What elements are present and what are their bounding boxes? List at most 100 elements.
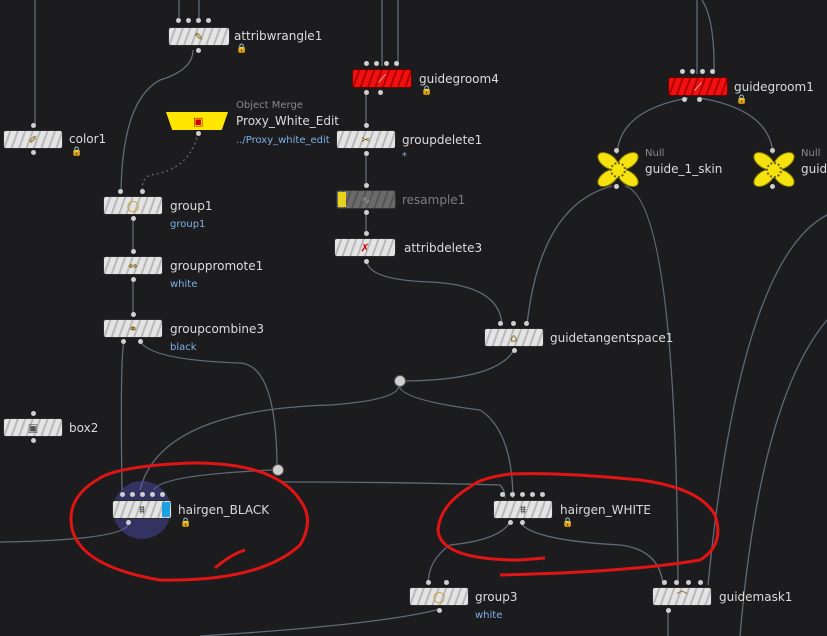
node-hairgen-black[interactable]: ⩩ <box>112 500 172 519</box>
input-port[interactable] <box>770 148 775 153</box>
input-port[interactable] <box>140 492 145 497</box>
input-port[interactable] <box>511 321 516 326</box>
input-port[interactable] <box>364 183 369 188</box>
input-port[interactable] <box>662 580 667 585</box>
output-port[interactable] <box>666 608 671 613</box>
node-resample1[interactable]: ∿ <box>336 190 396 209</box>
output-port[interactable] <box>364 90 369 95</box>
output-port[interactable] <box>770 184 775 189</box>
wire <box>699 97 774 155</box>
node-color1[interactable]: ✐ <box>3 130 63 149</box>
output-port[interactable] <box>196 131 201 136</box>
bypass-flag[interactable] <box>338 192 346 207</box>
input-port[interactable] <box>686 580 691 585</box>
input-port[interactable] <box>614 148 619 153</box>
hairgen-icon: ⩩ <box>520 503 526 516</box>
node-groupcombine3[interactable]: ⚭ <box>103 319 163 338</box>
output-port[interactable] <box>364 210 369 215</box>
output-port[interactable] <box>614 184 619 189</box>
output-port[interactable] <box>196 48 201 53</box>
color-icon: ✐ <box>28 133 38 146</box>
node-group3[interactable]: ◯ <box>409 587 469 606</box>
input-port[interactable] <box>118 189 123 194</box>
input-port[interactable] <box>364 231 369 236</box>
input-port[interactable] <box>530 492 535 497</box>
input-port[interactable] <box>196 18 201 23</box>
output-port[interactable] <box>31 150 36 155</box>
node-label: resample1 <box>402 193 466 207</box>
input-port[interactable] <box>690 69 695 74</box>
display-flag[interactable] <box>162 502 170 517</box>
input-port[interactable] <box>130 492 135 497</box>
input-port[interactable] <box>374 61 379 66</box>
node-guide-2[interactable] <box>750 148 798 191</box>
node-attribdelete3[interactable]: ✗ <box>334 238 396 257</box>
output-port[interactable] <box>131 277 136 282</box>
wire-junction[interactable] <box>394 375 406 387</box>
node-attribwrangle1[interactable]: ✎ <box>168 27 230 46</box>
output-port[interactable] <box>682 97 687 102</box>
input-port[interactable] <box>131 249 136 254</box>
input-port[interactable] <box>364 61 369 66</box>
output-port[interactable] <box>31 438 36 443</box>
input-port[interactable] <box>140 189 145 194</box>
node-groupdelete1[interactable]: ✂ <box>336 130 396 149</box>
input-port[interactable] <box>394 61 399 66</box>
output-port[interactable] <box>121 339 126 344</box>
output-port[interactable] <box>138 339 143 344</box>
input-port[interactable] <box>540 492 545 497</box>
lock-icon: 🔒 <box>421 86 433 96</box>
input-port[interactable] <box>700 69 705 74</box>
input-port[interactable] <box>426 580 431 585</box>
wire-junction[interactable] <box>272 464 284 476</box>
output-port[interactable] <box>697 97 702 102</box>
input-port[interactable] <box>524 321 529 326</box>
input-port[interactable] <box>160 492 165 497</box>
input-port[interactable] <box>150 492 155 497</box>
node-group1[interactable]: ◯ <box>103 196 163 215</box>
output-port[interactable] <box>131 216 136 221</box>
node-label: grouppromote1 <box>170 259 264 273</box>
input-port[interactable] <box>674 580 679 585</box>
node-guidetangentspace1[interactable]: ⌂ <box>484 328 544 347</box>
input-port[interactable] <box>31 123 36 128</box>
input-port[interactable] <box>520 492 525 497</box>
node-guide-1-skin[interactable] <box>594 148 642 191</box>
output-port[interactable] <box>512 348 517 353</box>
input-port[interactable] <box>510 492 515 497</box>
node-hairgen-white[interactable]: ⩩ <box>493 500 553 519</box>
lock-icon: 🔒 <box>562 518 574 528</box>
wire <box>403 347 516 382</box>
box-icon: ▣ <box>27 421 39 434</box>
output-port[interactable] <box>364 151 369 156</box>
output-port[interactable] <box>520 520 525 525</box>
input-port[interactable] <box>384 61 389 66</box>
node-guidemask1[interactable]: ⌒ <box>652 587 712 606</box>
output-port[interactable] <box>378 90 383 95</box>
output-port[interactable] <box>364 259 369 264</box>
node-label: hairgen_WHITE <box>560 503 651 517</box>
input-port[interactable] <box>444 580 449 585</box>
input-port[interactable] <box>120 492 125 497</box>
node-guidegroom4[interactable]: ⟋ <box>352 69 412 88</box>
node-guidegroom1[interactable]: ⟋ <box>668 77 728 96</box>
input-port[interactable] <box>31 411 36 416</box>
node-grouppromote1[interactable]: ⇔ <box>103 256 163 275</box>
input-port[interactable] <box>176 18 181 23</box>
input-port[interactable] <box>131 312 136 317</box>
output-port[interactable] <box>508 520 513 525</box>
input-port[interactable] <box>364 123 369 128</box>
input-port[interactable] <box>498 321 503 326</box>
node-proxy-white-edit[interactable]: ▣ <box>166 112 228 130</box>
input-port[interactable] <box>698 580 703 585</box>
input-port[interactable] <box>680 69 685 74</box>
input-port[interactable] <box>710 69 715 74</box>
node-type-label: Null <box>801 148 821 159</box>
output-port[interactable] <box>437 608 442 613</box>
output-port[interactable] <box>126 520 131 525</box>
input-port[interactable] <box>206 18 211 23</box>
input-port[interactable] <box>186 18 191 23</box>
groupcombine-icon: ⚭ <box>128 322 138 335</box>
node-box2[interactable]: ▣ <box>3 418 63 437</box>
input-port[interactable] <box>500 492 505 497</box>
